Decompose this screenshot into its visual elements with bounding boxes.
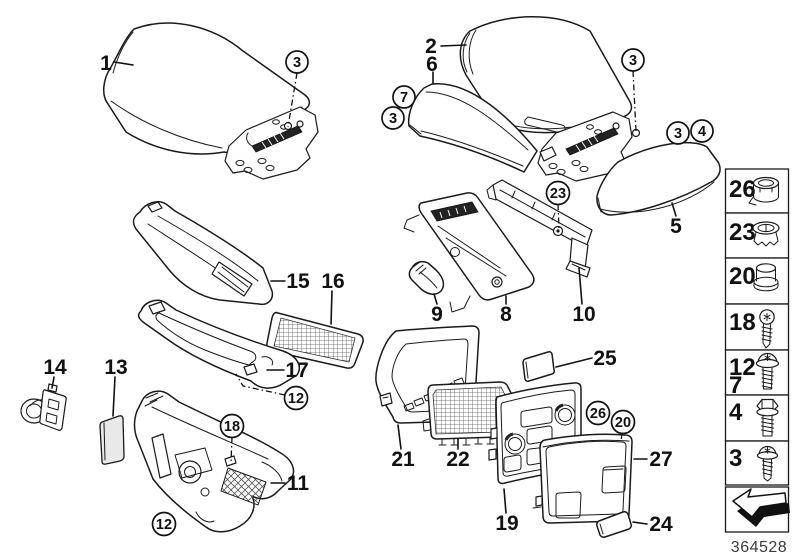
part-17-armrest-frame xyxy=(137,299,301,389)
legend-item-18[interactable]: 18 xyxy=(729,309,756,336)
part-label-2[interactable]: 2 xyxy=(425,35,437,58)
part-25-cover-plate xyxy=(522,351,555,382)
part-15-armrest-body xyxy=(132,201,274,306)
circled-callout-12[interactable]: 12 xyxy=(283,385,309,411)
part-2-hinge-bracket xyxy=(537,111,641,182)
part-label-15[interactable]: 15 xyxy=(286,270,310,293)
circled-callout-20[interactable]: 20 xyxy=(610,409,636,435)
part-label-9[interactable]: 9 xyxy=(431,303,443,326)
part-label-19[interactable]: 19 xyxy=(495,512,518,535)
part-14-retaining-clip xyxy=(20,383,67,431)
legend-item-7[interactable]: 7 xyxy=(729,372,742,399)
circled-callout-12[interactable]: 12 xyxy=(151,511,177,537)
part-label-25[interactable]: 25 xyxy=(593,347,617,370)
circled-label: 3 xyxy=(674,126,682,142)
legend-item-26[interactable]: 26 xyxy=(729,176,756,203)
circled-callout-3[interactable]: 3 xyxy=(621,48,645,72)
part-24-cap xyxy=(596,511,632,538)
part-13-damping-pad xyxy=(99,415,125,465)
part-label-24[interactable]: 24 xyxy=(649,513,673,536)
retainer-bushing-icon xyxy=(748,176,780,206)
circled-callout-3[interactable]: 3 xyxy=(381,106,405,130)
cap-plug-icon xyxy=(753,263,779,292)
part-label-10[interactable]: 10 xyxy=(572,303,595,326)
part-label-16[interactable]: 16 xyxy=(321,270,344,293)
part-label-17[interactable]: 17 xyxy=(285,359,308,382)
part-label-1[interactable]: 1 xyxy=(100,52,112,75)
circled-label: 12 xyxy=(156,517,172,533)
legend-item-4[interactable]: 4 xyxy=(729,399,743,426)
circled-label: 3 xyxy=(389,111,397,127)
hex-flange-bolt-icon xyxy=(756,398,779,437)
circled-callout-7[interactable]: 7 xyxy=(392,85,416,109)
circled-label: 7 xyxy=(400,90,408,106)
circled-label: 12 xyxy=(288,391,304,407)
legend-item-20[interactable]: 20 xyxy=(729,263,756,290)
part-27-rear-trim-panel xyxy=(532,433,633,524)
viewing-direction-arrow-icon xyxy=(732,488,790,527)
circled-label: 4 xyxy=(698,124,706,140)
part-label-13[interactable]: 13 xyxy=(104,356,127,379)
dashed-callout-leaders xyxy=(230,70,637,463)
circled-label: 3 xyxy=(629,53,637,69)
legend-item-23[interactable]: 23 xyxy=(729,219,756,246)
part-2-armrest-lid xyxy=(459,16,633,134)
pan-head-screw-icon xyxy=(756,445,779,482)
circled-callout-3[interactable]: 3 xyxy=(666,121,690,145)
legend-item-12[interactable]: 12 xyxy=(729,354,756,381)
circled-callout-26[interactable]: 26 xyxy=(585,400,611,426)
circled-label: 23 xyxy=(550,186,566,202)
grommet-icon xyxy=(752,221,780,247)
part-9-release-lever xyxy=(408,260,445,295)
fastener-legend: 26 23 20 18 12 7 4 3 xyxy=(724,168,790,533)
part-6-lid-bottom-panel xyxy=(407,83,538,173)
flange-head-screw-icon xyxy=(755,352,780,390)
part-10-side-bracket xyxy=(486,179,593,278)
circled-callout-3[interactable]: 3 xyxy=(285,50,309,74)
part-label-6[interactable]: 6 xyxy=(426,53,438,76)
part-label-11[interactable]: 11 xyxy=(287,472,310,495)
circled-label: 3 xyxy=(293,55,301,71)
part-5-armrest-cover xyxy=(596,141,721,216)
part-1-hinge-bracket xyxy=(224,106,319,180)
self-tapping-screw-icon xyxy=(759,309,775,349)
circled-callout-18[interactable]: 18 xyxy=(219,413,245,439)
circled-callout-23[interactable]: 23 xyxy=(545,180,571,206)
part-label-8[interactable]: 8 xyxy=(500,303,512,326)
part-label-14[interactable]: 14 xyxy=(43,356,67,379)
circled-callout-4[interactable]: 4 xyxy=(690,119,714,143)
part-label-22[interactable]: 22 xyxy=(446,448,469,471)
circled-label: 26 xyxy=(590,406,606,422)
leader-lines xyxy=(51,44,677,525)
part-label-21[interactable]: 21 xyxy=(391,448,415,471)
part-8-carrier-bracket xyxy=(403,192,535,313)
legend-item-3[interactable]: 3 xyxy=(729,445,742,472)
diagram-number: 364528 xyxy=(731,539,787,556)
circled-label: 20 xyxy=(615,415,631,431)
part-11-lower-housing xyxy=(133,390,295,533)
part-label-27[interactable]: 27 xyxy=(649,448,672,471)
part-label-5[interactable]: 5 xyxy=(670,215,682,238)
circled-label: 18 xyxy=(224,419,240,435)
